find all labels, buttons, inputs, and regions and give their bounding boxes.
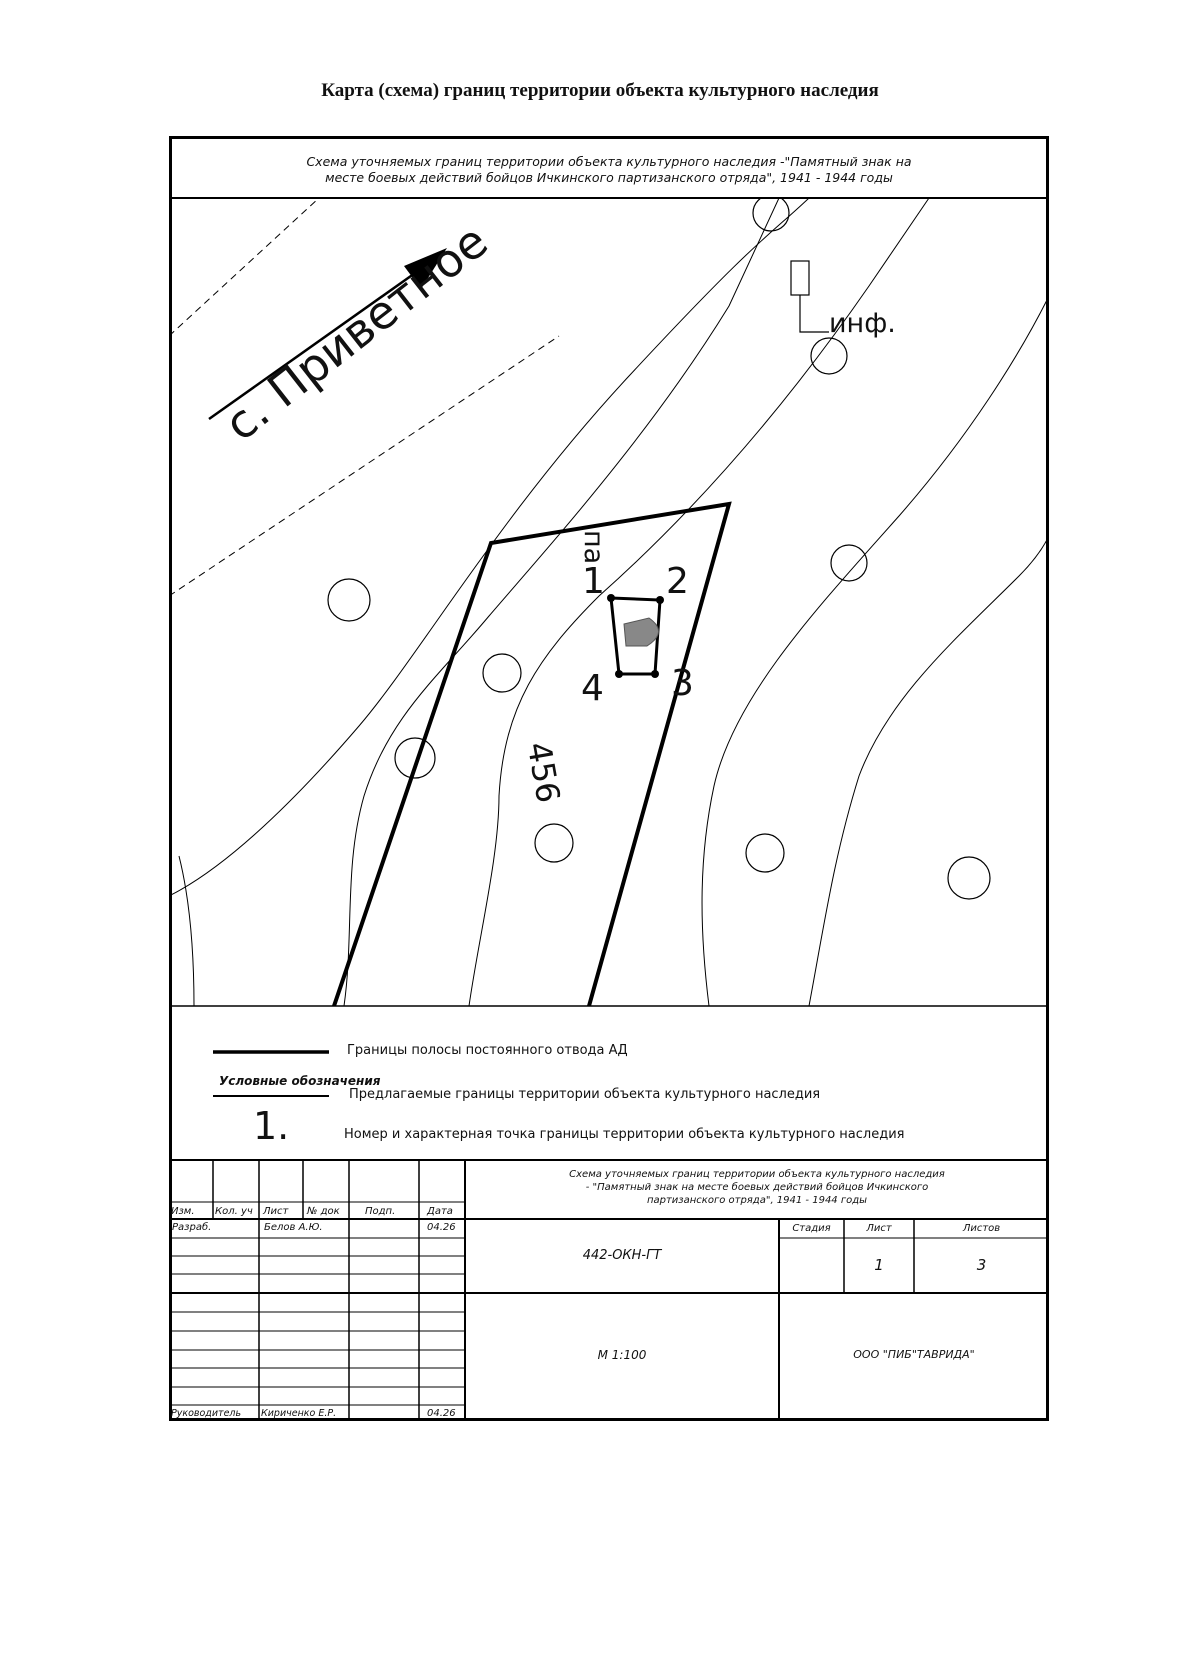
boundary-point-marker bbox=[607, 594, 615, 602]
legend-item-text: Предлагаемые границы территории объекта … bbox=[349, 1087, 821, 1102]
scale: М 1:100 bbox=[597, 1348, 647, 1362]
tree-symbols bbox=[327, 198, 991, 900]
partial-label: па bbox=[578, 530, 609, 565]
map-area bbox=[171, 198, 1047, 1006]
road-edge-upper bbox=[171, 198, 320, 335]
contour-line bbox=[171, 198, 810, 896]
col-header: Дата bbox=[427, 1206, 453, 1217]
contour-line bbox=[468, 198, 930, 1006]
description-line: - "Памятный знак на месте боевых действи… bbox=[585, 1182, 929, 1193]
contour-line bbox=[343, 198, 780, 1006]
road-edge-lower bbox=[171, 335, 560, 596]
col-header: Лист bbox=[263, 1206, 289, 1217]
description-line: Схема уточняемых границ территории объек… bbox=[569, 1169, 945, 1180]
developer-role: Разраб. bbox=[172, 1222, 212, 1233]
doc-code: 442-ОКН-ГТ bbox=[582, 1248, 662, 1263]
contour-line bbox=[178, 855, 195, 1006]
tree-symbol bbox=[745, 833, 785, 873]
map-sheet: Схема уточняемых границ территории объек… bbox=[169, 136, 1049, 1421]
tree-symbol bbox=[534, 823, 574, 863]
sheet-header-line: Схема уточняемых границ территории объек… bbox=[306, 154, 912, 169]
sheets-label: Листов bbox=[962, 1223, 1001, 1234]
title-block-grid bbox=[169, 1159, 1049, 1421]
sheet-border bbox=[169, 136, 1049, 1421]
page-title: Карта (схема) границ территории объекта … bbox=[321, 80, 879, 101]
sheet-value: 1 bbox=[874, 1256, 884, 1274]
company-name: ООО "ПИБ"ТАВРИДА" bbox=[853, 1348, 975, 1361]
monument-symbol bbox=[623, 617, 659, 647]
contour-line bbox=[808, 538, 1047, 1006]
tree-symbol bbox=[394, 737, 436, 779]
sheet-label: Лист bbox=[866, 1223, 892, 1234]
point-label-2: 2 bbox=[666, 561, 689, 602]
point-label-3: 3 bbox=[671, 663, 694, 704]
legend-item-text: Номер и характерная точка границы террит… bbox=[344, 1127, 905, 1142]
manager-date: 04.26 bbox=[427, 1408, 456, 1419]
title-block-description: Схема уточняемых границ территории объек… bbox=[469, 1168, 1045, 1207]
tree-symbol bbox=[947, 856, 991, 900]
developer-name: Белов А.Ю. bbox=[264, 1222, 323, 1233]
tree-symbol bbox=[327, 578, 371, 622]
boundary-point-marker bbox=[615, 670, 623, 678]
boundary-point-marker bbox=[656, 596, 664, 604]
description-line: партизанского отряда", 1941 - 1944 годы bbox=[646, 1195, 868, 1206]
contour-line bbox=[701, 298, 1047, 1006]
tree-symbol bbox=[752, 198, 790, 232]
point-label-4: 4 bbox=[581, 668, 604, 709]
sheet-header-line: месте боевых действий бойцов Ичкинского … bbox=[325, 170, 893, 185]
col-header: Кол. уч bbox=[215, 1206, 253, 1217]
direction-arrow-head bbox=[404, 248, 447, 289]
boundary-point-markers bbox=[607, 594, 664, 678]
map-drawing bbox=[169, 136, 1049, 1421]
point-label-1: 1 bbox=[582, 561, 605, 602]
tree-symbol bbox=[830, 544, 868, 582]
manager-role: Руководитель bbox=[171, 1408, 242, 1419]
sheets-value: 3 bbox=[976, 1256, 987, 1274]
info-sign-symbol bbox=[790, 260, 810, 296]
tree-symbol bbox=[810, 337, 848, 375]
col-header: № док bbox=[307, 1206, 340, 1217]
developer-date: 04.26 bbox=[427, 1222, 456, 1233]
boundary-point-marker bbox=[651, 670, 659, 678]
sheet-header: Схема уточняемых границ территории объек… bbox=[169, 154, 1049, 186]
legend-point-marker: 1. bbox=[253, 1104, 290, 1148]
info-sign-leader bbox=[799, 295, 829, 333]
manager-name: Кириченко Е.Р. bbox=[261, 1408, 337, 1419]
legend-title: Условные обозначения bbox=[219, 1074, 381, 1088]
col-header: Подп. bbox=[365, 1206, 396, 1217]
info-label: инф. bbox=[829, 308, 896, 339]
right-of-way-boundary bbox=[332, 501, 732, 1006]
legend-item-text: Границы полосы постоянного отвода АД bbox=[347, 1043, 628, 1058]
tree-symbol bbox=[482, 653, 522, 693]
col-header: Изм. bbox=[171, 1206, 195, 1217]
stage-label: Стадия bbox=[792, 1223, 831, 1234]
direction-arrow bbox=[208, 264, 426, 421]
